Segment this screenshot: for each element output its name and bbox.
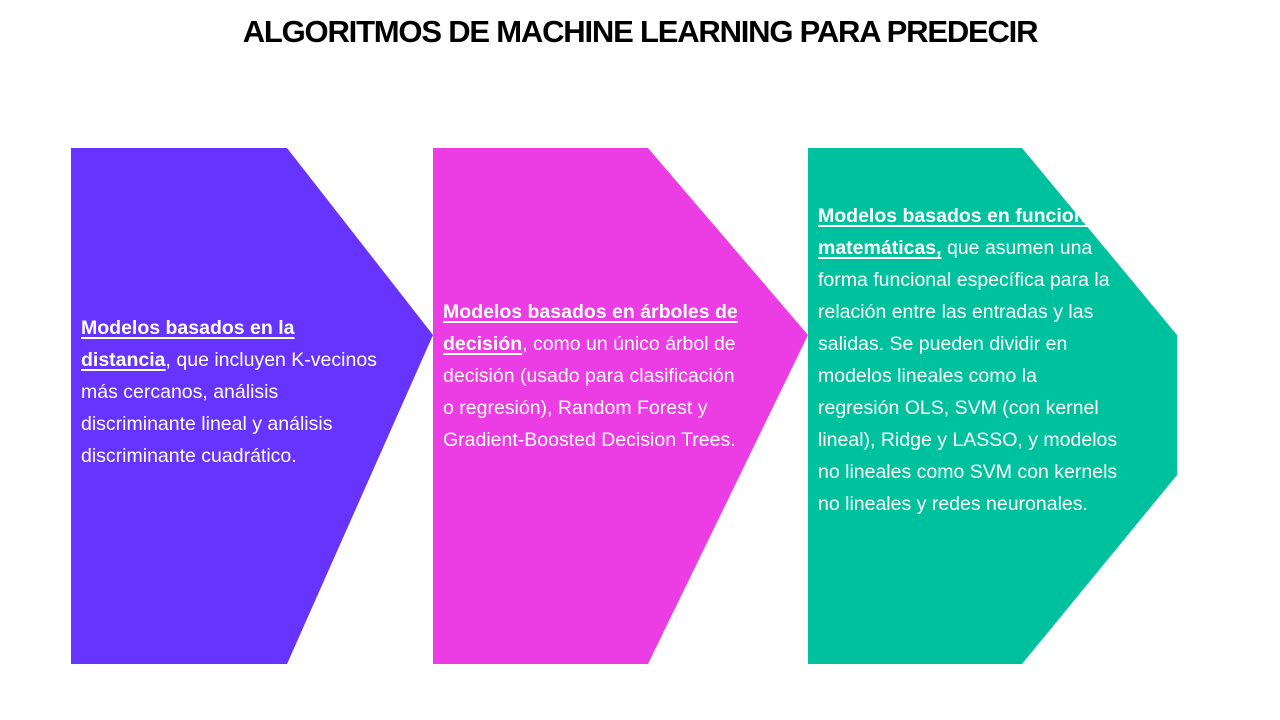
step-3-arrow	[808, 148, 1177, 664]
step-1-lead: Modelos basados en la distancia	[81, 317, 295, 371]
step-3-body: que asumen una forma funcional específic…	[818, 237, 1118, 515]
step-2-text: Modelos basados en árboles de decisión, …	[443, 296, 748, 456]
step-3-text: Modelos basados en funciones matemáticas…	[818, 200, 1118, 520]
step-2-arrow	[433, 148, 808, 664]
step-1-body: , que incluyen K-vecinos más cercanos, a…	[81, 349, 377, 467]
step-1-arrow	[71, 148, 433, 664]
slide-title: ALGORITMOS DE MACHINE LEARNING PARA PRED…	[242, 14, 1039, 49]
step-1-text: Modelos basados en la distancia, que inc…	[81, 312, 381, 472]
step-2-lead: Modelos basados en árboles de decisión	[443, 301, 738, 355]
step-3-lead: Modelos basados en funciones matemáticas…	[818, 205, 1108, 259]
step-2-body: , como un único árbol de decisión (usado…	[443, 333, 736, 451]
